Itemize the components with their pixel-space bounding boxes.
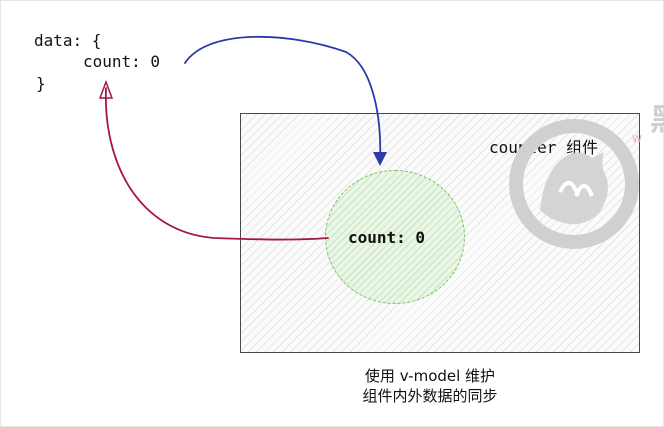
svg-text:黑: 黑 bbox=[650, 103, 664, 138]
code-count-property: count: 0 bbox=[83, 52, 161, 71]
horse-head-logo-icon: 黑 W bbox=[509, 103, 664, 249]
code-data-open: data: { bbox=[34, 31, 102, 50]
caption-line-2: 组件内外数据的同步 bbox=[362, 387, 498, 405]
component-state-circle bbox=[325, 170, 465, 304]
caption-line-1: 使用 v-model 维护 bbox=[364, 367, 496, 385]
svg-text:W: W bbox=[632, 134, 642, 145]
up-sync-arrow bbox=[105, 87, 329, 241]
down-sync-arrow bbox=[184, 35, 382, 163]
down-sync-arrowhead bbox=[373, 152, 387, 166]
code-data-close: } bbox=[36, 74, 46, 93]
component-count-label: count: 0 bbox=[348, 228, 426, 247]
up-sync-arrowhead bbox=[98, 79, 114, 99]
